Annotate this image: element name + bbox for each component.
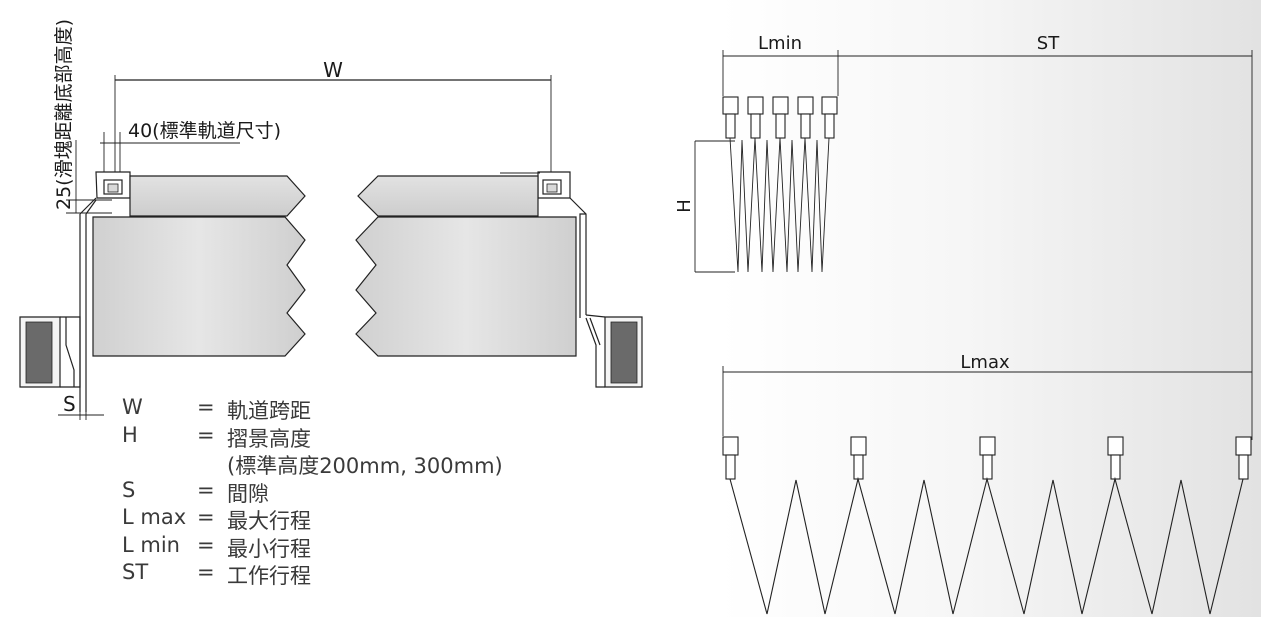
legend-symbol: L min	[122, 532, 180, 557]
legend-symbol: L max	[122, 505, 187, 529]
cross-section	[19, 75, 643, 420]
track-size-label: 40(標準軌道尺寸)	[128, 120, 281, 142]
left-mount-dark	[25, 321, 53, 384]
legend-equals: =	[197, 477, 215, 502]
legend-description: 軌道跨距	[227, 399, 311, 423]
lmin-label: Lmin	[758, 33, 802, 54]
extended-bellow	[722, 366, 1252, 615]
extended-labels: Lmax	[960, 352, 1010, 373]
w-dimension-line	[114, 75, 552, 180]
extended-folds	[729, 476, 1244, 615]
legend-note: (標準高度200mm, 300mm)	[227, 454, 503, 478]
legend-equals: =	[197, 422, 215, 447]
legend-equals: =	[197, 560, 215, 584]
right-housing-frame	[569, 197, 587, 318]
legend-description: 最大行程	[227, 509, 311, 533]
h-label: H	[674, 199, 695, 213]
s-dimension-line	[58, 405, 104, 420]
compressed-bellow	[694, 50, 1253, 440]
slider-dimension-line	[66, 140, 112, 214]
bellow-body-right	[355, 216, 577, 357]
upper-plate-right	[357, 175, 539, 217]
legend-equals: =	[197, 505, 215, 529]
compressed-folds	[729, 137, 830, 273]
left-slider-inner	[107, 183, 119, 193]
extended-blocks	[722, 436, 1252, 480]
lmax-label: Lmax	[960, 352, 1010, 373]
legend-symbol: W	[122, 395, 143, 419]
legend-description: 工作行程	[227, 564, 311, 588]
legend-symbol: ST	[122, 560, 149, 584]
right-mount-profile	[585, 314, 606, 388]
legend-equals: =	[197, 395, 215, 419]
s-label: S	[63, 392, 76, 416]
cross-section-labels: W 40(標準軌道尺寸) 25(滑塊距離底部高度) S	[53, 19, 343, 416]
legend-equals: =	[197, 532, 215, 557]
left-housing-frame	[79, 197, 97, 412]
legend-description: 最小行程	[227, 536, 311, 561]
legend-symbol: S	[122, 477, 136, 502]
right-mount-dark	[610, 321, 638, 384]
bellow-body-left	[92, 216, 306, 357]
legend-description: 間隙	[227, 481, 269, 506]
legend-description: 摺景高度	[227, 426, 311, 451]
left-mount-profile	[60, 316, 81, 388]
st-label: ST	[1037, 33, 1060, 54]
compressed-labels: Lmin ST H	[674, 33, 1060, 213]
slider-height-label: 25(滑塊距離底部高度)	[53, 19, 75, 210]
compressed-blocks	[722, 96, 838, 139]
upper-plate-left	[129, 175, 306, 217]
w-label: W	[323, 58, 343, 82]
right-slider-inner	[546, 183, 558, 193]
legend-symbol: H	[122, 422, 138, 447]
